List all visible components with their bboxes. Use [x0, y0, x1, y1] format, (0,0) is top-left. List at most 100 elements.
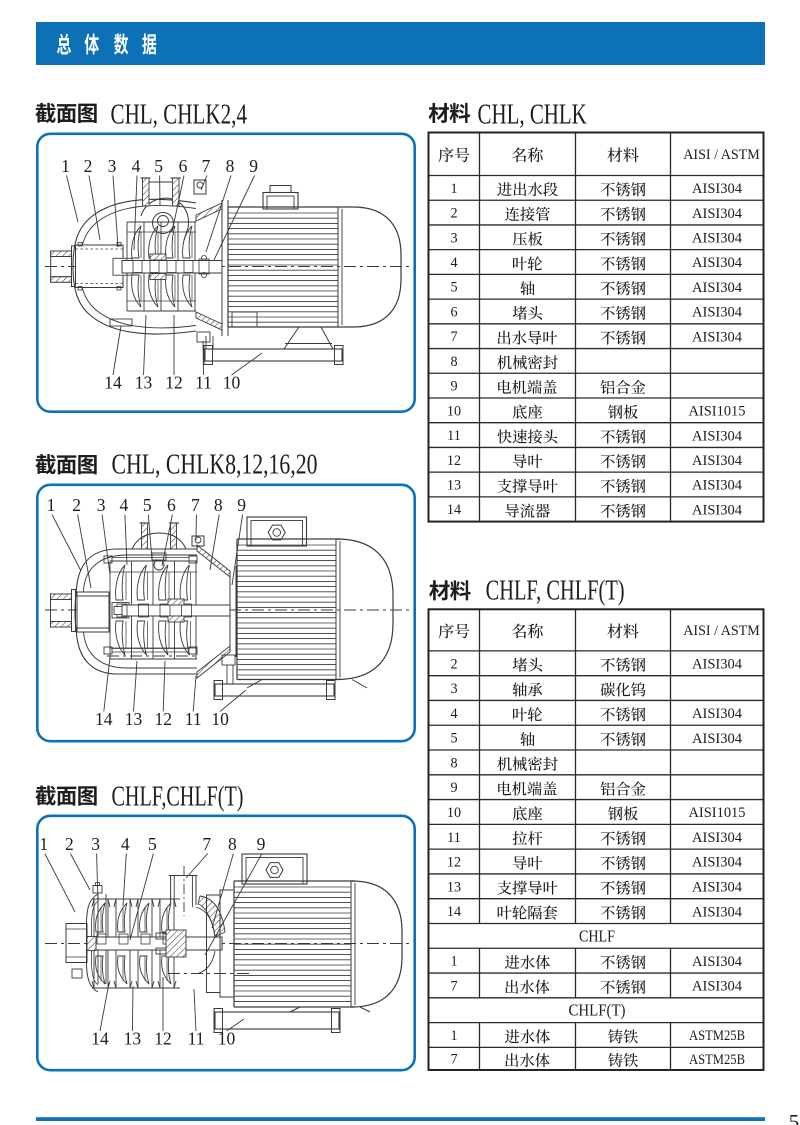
svg-text:AISI / ASTM: AISI / ASTM — [683, 147, 760, 163]
svg-text:AISI304: AISI304 — [692, 904, 743, 920]
svg-text:1: 1 — [47, 495, 56, 515]
svg-text:11: 11 — [185, 709, 202, 729]
svg-text:14: 14 — [447, 502, 461, 518]
svg-text:10: 10 — [211, 709, 229, 729]
svg-text:2: 2 — [450, 656, 457, 672]
svg-text:AISI304: AISI304 — [692, 706, 743, 722]
svg-text:11: 11 — [188, 1029, 205, 1049]
svg-text:12: 12 — [447, 453, 461, 469]
svg-text:CHLF, CHLF(T): CHLF, CHLF(T) — [486, 576, 625, 607]
svg-text:AISI304: AISI304 — [692, 231, 743, 247]
svg-text:7: 7 — [450, 329, 457, 345]
svg-text:5: 5 — [154, 156, 163, 176]
svg-text:CHL, CHLK2,4: CHL, CHLK2,4 — [111, 99, 248, 130]
svg-text:1: 1 — [450, 181, 457, 197]
svg-text:AISI304: AISI304 — [692, 731, 743, 747]
svg-text:1: 1 — [450, 954, 457, 970]
svg-text:5: 5 — [143, 495, 152, 515]
svg-text:AISI304: AISI304 — [692, 329, 743, 345]
svg-text:11: 11 — [447, 830, 461, 846]
svg-text:7: 7 — [450, 978, 457, 994]
svg-text:AISI304: AISI304 — [692, 855, 743, 871]
svg-text:AISI304: AISI304 — [692, 280, 743, 296]
svg-text:2: 2 — [450, 206, 457, 222]
svg-text:10: 10 — [447, 403, 461, 419]
svg-text:AISI304: AISI304 — [692, 830, 743, 846]
svg-text:14: 14 — [95, 709, 113, 729]
svg-text:13: 13 — [135, 373, 153, 393]
svg-text:2: 2 — [72, 495, 81, 515]
svg-text:11: 11 — [447, 428, 461, 444]
svg-text:AISI304: AISI304 — [692, 305, 743, 321]
svg-text:4: 4 — [121, 834, 130, 854]
svg-text:AISI304: AISI304 — [692, 656, 743, 672]
svg-text:CHLF: CHLF — [579, 926, 615, 945]
svg-text:14: 14 — [447, 904, 461, 920]
svg-text:7: 7 — [450, 1052, 457, 1068]
svg-text:6: 6 — [450, 304, 457, 320]
svg-text:13: 13 — [447, 478, 461, 494]
svg-text:12: 12 — [154, 709, 172, 729]
svg-text:3: 3 — [97, 495, 106, 515]
svg-text:2: 2 — [65, 834, 74, 854]
svg-text:7: 7 — [202, 156, 211, 176]
svg-text:AISI1015: AISI1015 — [689, 404, 746, 420]
svg-text:9: 9 — [237, 495, 246, 515]
svg-text:1: 1 — [39, 834, 48, 854]
svg-text:10: 10 — [447, 805, 461, 821]
svg-text:AISI304: AISI304 — [692, 453, 743, 469]
svg-text:6: 6 — [179, 156, 188, 176]
svg-text:3: 3 — [108, 156, 117, 176]
svg-text:5: 5 — [789, 1110, 800, 1125]
svg-text:4: 4 — [132, 156, 141, 176]
svg-text:AISI304: AISI304 — [692, 880, 743, 896]
svg-text:6: 6 — [167, 495, 176, 515]
svg-text:4: 4 — [450, 255, 457, 271]
svg-text:CHLF,CHLF(T): CHLF,CHLF(T) — [112, 781, 244, 812]
svg-text:9: 9 — [257, 834, 266, 854]
svg-text:4: 4 — [450, 706, 457, 722]
svg-text:13: 13 — [125, 709, 143, 729]
svg-text:8: 8 — [228, 834, 237, 854]
svg-text:2: 2 — [84, 156, 93, 176]
svg-text:AISI / ASTM: AISI / ASTM — [683, 623, 760, 639]
svg-text:AISI304: AISI304 — [692, 428, 743, 444]
svg-text:ASTM25B: ASTM25B — [689, 1028, 745, 1044]
svg-text:4: 4 — [120, 495, 129, 515]
svg-text:12: 12 — [165, 373, 183, 393]
svg-text:14: 14 — [91, 1029, 109, 1049]
svg-text:1: 1 — [61, 156, 70, 176]
svg-text:5: 5 — [450, 280, 457, 296]
svg-text:AISI304: AISI304 — [692, 954, 743, 970]
svg-text:7: 7 — [191, 495, 200, 515]
svg-text:13: 13 — [447, 879, 461, 895]
svg-text:CHLF(T): CHLF(T) — [569, 1001, 626, 1020]
svg-text:10: 10 — [223, 373, 241, 393]
svg-text:AISI1015: AISI1015 — [689, 805, 746, 821]
svg-text:1: 1 — [450, 1028, 457, 1044]
svg-text:5: 5 — [148, 834, 157, 854]
svg-text:7: 7 — [202, 834, 211, 854]
svg-text:AISI304: AISI304 — [692, 255, 743, 271]
svg-text:9: 9 — [450, 379, 457, 395]
svg-text:3: 3 — [91, 834, 100, 854]
svg-text:11: 11 — [195, 373, 212, 393]
svg-text:AISI304: AISI304 — [692, 478, 743, 494]
svg-text:12: 12 — [447, 855, 461, 871]
svg-text:CHL, CHLK8,12,16,20: CHL, CHLK8,12,16,20 — [112, 449, 318, 480]
svg-text:AISI304: AISI304 — [692, 206, 743, 222]
svg-text:CHL, CHLK: CHL, CHLK — [478, 99, 587, 130]
svg-text:8: 8 — [226, 156, 235, 176]
svg-text:13: 13 — [124, 1029, 142, 1049]
svg-text:8: 8 — [450, 755, 457, 771]
svg-text:10: 10 — [218, 1029, 236, 1049]
svg-text:9: 9 — [450, 780, 457, 796]
svg-text:8: 8 — [450, 354, 457, 370]
svg-text:5: 5 — [450, 731, 457, 747]
svg-text:8: 8 — [214, 495, 223, 515]
svg-text:12: 12 — [154, 1029, 172, 1049]
svg-text:AISI304: AISI304 — [692, 502, 743, 518]
svg-text:9: 9 — [249, 156, 258, 176]
svg-text:ASTM25B: ASTM25B — [689, 1052, 745, 1068]
svg-text:3: 3 — [450, 681, 457, 697]
